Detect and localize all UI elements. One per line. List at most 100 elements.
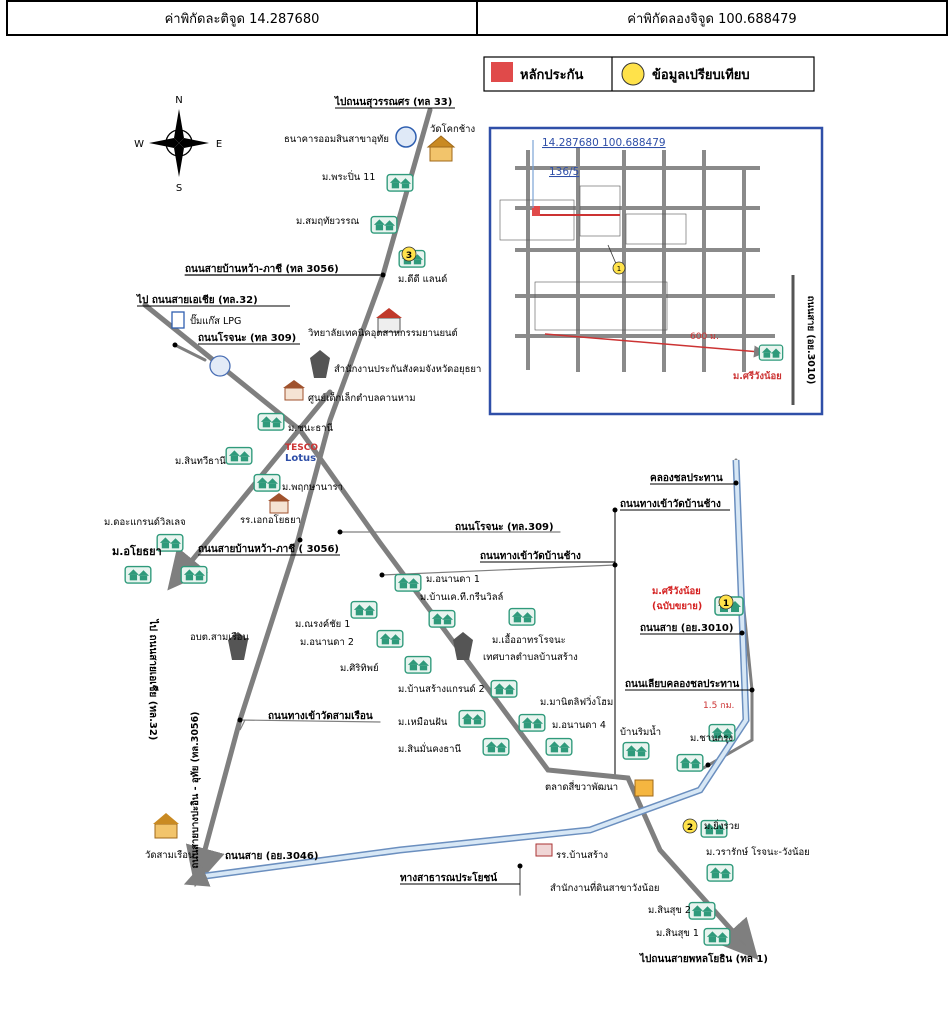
label-public-way: ทางสาธารณประโยชน์ (400, 871, 497, 884)
label-m-mani-home: ม.มานิตลิฟวิ่งโฮม (540, 695, 613, 708)
guarantee-marker-icon (491, 62, 513, 82)
label-m-bansang-grand: ม.บ้านสร้างแกรนด์ 2 (398, 683, 485, 695)
marker-1: 1 (723, 599, 729, 609)
label-m-grand-villa: ม.ดอะแกรนด์วิลเลจ (104, 516, 186, 528)
irrigation-canal (204, 459, 750, 880)
road-wat-banchang (381, 564, 616, 576)
school-icon (535, 843, 553, 857)
house-icon (458, 709, 486, 728)
compass-east: E (216, 139, 222, 150)
comparison-markers: 3 1 2 (401, 246, 734, 834)
house-icon (257, 412, 285, 431)
inset-marker-number: 1 (617, 265, 621, 273)
house-icon (404, 655, 432, 674)
compass-west: W (134, 139, 144, 150)
label-m-warasak: ม.วรารักษ์ โรจนะ-วังน้อย (706, 846, 810, 858)
road-to-suwannason (185, 107, 433, 888)
label-obt-samruean: อบต.สามเรือน (190, 632, 249, 643)
house-icon (545, 737, 573, 756)
house-icon (180, 565, 208, 584)
emblem-icon (209, 355, 231, 377)
label-m-kt-green: ม.บ้านเค.ที.กรีนวิลล์ (420, 591, 504, 603)
junction-dots (172, 272, 755, 869)
label-banwa-phachi-left: ถนนสายบ้านหว้า-ภาชี ( 3056) (198, 543, 339, 555)
market-icon (634, 779, 654, 797)
road-wat-samruean (239, 719, 381, 723)
label-market: ตลาดสี่ขวาพัฒนา (545, 780, 618, 793)
house-icon (225, 446, 253, 465)
house-icon (490, 679, 518, 698)
house-icon (394, 573, 422, 592)
label-child-center: ศูนย์เด็กเล็กตำบลคานหาม (308, 391, 415, 404)
label-m-sinman: ม.สินมั่นคงธานี (398, 742, 461, 755)
label-land-office: สำนักงานที่ดินสาขาวังน้อย (550, 881, 659, 894)
house-icon (253, 473, 281, 492)
comparison-circle-icon (621, 62, 645, 86)
label-m-narongchai: ม.ณรงค์ชัย 1 (295, 618, 350, 630)
inset-village-label: ม.ศรีวังน้อย (733, 370, 782, 382)
legend: หลักประกัน ข้อมูลเปรียบเทียบ (483, 56, 815, 92)
house-icon (370, 215, 398, 234)
inset-map: 14.287680 100.688479 136/5 1 600 ม. ม.ศร… (488, 126, 824, 416)
label-college: วิทยาลัยเทคนิคอุตสาหกรรมยานยนต์ (307, 327, 457, 339)
garuda-icon (453, 632, 473, 660)
longitude-cell: ค่าพิกัดลองจิจูด 100.688479 (476, 2, 946, 34)
label-m-sinthawee: ม.สินทวีธานี (175, 455, 226, 467)
label-to-phahon: ไปถนนสายพหลโยธิน (ทล 1) (639, 952, 768, 965)
label-lotus: Lotus (285, 453, 316, 464)
label-m-sinsuk2: ม.สินสุข 2 (648, 905, 691, 916)
school-icon (269, 500, 289, 514)
label-wat-banchang-top: ถนนทางเข้าวัดบ้านช้าง (620, 498, 721, 510)
label-tessaban: เทศบาลตำบลบ้านสร้าง (483, 652, 578, 663)
label-tesco: TESCO (285, 443, 318, 453)
garuda-icon (228, 632, 248, 660)
house-icon (706, 863, 734, 882)
house-icon (482, 737, 510, 756)
house-icon (376, 629, 404, 648)
garuda-icon (310, 350, 330, 378)
label-school-bansang: รร.บ้านสร้าง (556, 850, 608, 861)
inset-comparison-icon (612, 261, 626, 275)
label-rojana-left: ถนนโรจนะ (ทล 309) (198, 331, 296, 344)
label-wat-samruean: ถนนทางเข้าวัดสามเรือน (268, 710, 373, 722)
label-distance-1-5: 1.5 กม. (703, 701, 734, 711)
label-m-rueaprakarn: ม.เอื้ออาทรโรจนะ (492, 633, 566, 646)
label-canal: คลองชลประทาน (650, 472, 723, 484)
house-icon (124, 565, 152, 584)
compass-south: S (176, 183, 182, 194)
label-to-suwannason: ไปถนนสุวรรณศร (ทล 33) (334, 95, 452, 108)
temple-icon (429, 146, 453, 162)
label-m-sriwang-expand-2: (ฉบับขยาย) (652, 601, 702, 612)
marker-2: 2 (687, 823, 693, 833)
label-m-siritip: ม.ศิริทิพย์ (340, 662, 379, 674)
inset-house-number: 136/5 (549, 166, 579, 178)
label-to-asia-left: ไป ถนนสายเอเชีย (ทล.32) (147, 619, 160, 741)
label-wat-khok-chang: วัดโคกช้าง (430, 123, 475, 135)
label-m-samutthai: ม.สมฤทัยวรรณ (296, 216, 359, 227)
house-icon (508, 607, 536, 626)
inset-coordinate: 14.287680 100.688479 (542, 137, 666, 149)
legend-comparison-label: ข้อมูลเปรียบเทียบ (652, 67, 750, 83)
temple-icon (154, 823, 178, 839)
label-school-ayothaya: รร.เอกอโยธยา (240, 514, 301, 526)
house-icon (688, 901, 716, 920)
road-connector (173, 343, 207, 362)
label-m-dd-land: ม.ดีดี แลนด์ (398, 273, 447, 285)
label-banwa-phachi-top: ถนนสายบ้านหว้า-ภาชี (ทล 3056) (185, 263, 339, 275)
gas-station-icon (171, 311, 185, 329)
label-m-phrapin: ม.พระปิ่น 11 (322, 170, 375, 183)
label-gsb: ธนาคารออมสินสาขาอุทัย (284, 134, 389, 145)
label-m-ayothaya: ม.อโยธยา (112, 544, 162, 558)
inset-road-label: ถนนสาย (อย.3010) (805, 296, 816, 385)
inset-house-icon (758, 344, 784, 361)
coordinate-table: ค่าพิกัดละติจูด 14.287680 ค่าพิกัดลองจิจ… (6, 0, 948, 36)
inset-guarantee-marker (532, 206, 540, 216)
label-m-muean-fan: ม.เหมือนฝัน (398, 717, 448, 728)
compass-icon: N S E W (134, 95, 222, 194)
legend-guarantee-label: หลักประกัน (520, 68, 583, 83)
house-icon (518, 713, 546, 732)
label-m-chan-krung: ม.ชานกรุง (690, 733, 733, 744)
child-center-icon (284, 387, 304, 401)
label-m-phruksa: ม.พฤกษานารา (282, 482, 343, 493)
